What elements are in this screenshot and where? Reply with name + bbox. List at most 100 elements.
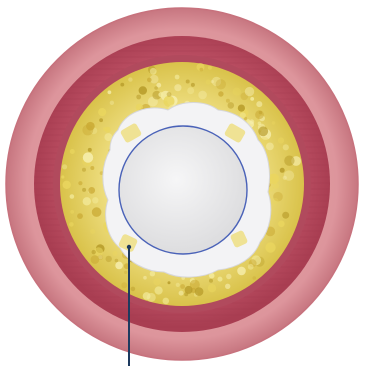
plaque-granule — [158, 92, 163, 97]
plaque-granule — [147, 78, 152, 83]
plaque-granule — [147, 293, 156, 302]
plaque-granule — [61, 175, 64, 178]
plaque-granule — [179, 291, 184, 296]
plaque-granule — [256, 101, 262, 107]
plaque-granule — [139, 86, 147, 94]
plaque-granule — [284, 156, 294, 166]
plaque-granule — [255, 110, 264, 119]
plaque-granule — [70, 194, 75, 199]
plaque-granule — [184, 292, 188, 296]
plaque-granule — [265, 242, 275, 252]
plaque-granule — [153, 278, 160, 285]
plaque-granule — [216, 79, 226, 89]
plaque-granule — [226, 274, 231, 279]
plaque-granule — [167, 92, 172, 97]
plaque-granule — [187, 87, 194, 94]
plaque-granule — [218, 91, 223, 96]
plaque-granule — [226, 99, 230, 103]
plaque-granule — [278, 221, 285, 228]
plaque-granule — [120, 83, 124, 87]
plaque-granule — [248, 264, 254, 270]
plaque-granule — [103, 127, 107, 131]
plaque-granule — [200, 68, 204, 72]
plaque-granule — [90, 166, 94, 170]
plaque-granule — [198, 91, 207, 100]
plaque-granule — [272, 198, 279, 205]
plaque-granule — [150, 271, 155, 276]
plaque-granule — [78, 181, 82, 185]
plaque-granule — [245, 87, 254, 96]
plaque-granule — [115, 262, 123, 270]
plaque-granule — [266, 143, 274, 151]
plaque-granule — [258, 126, 268, 136]
plaque-granule — [82, 168, 86, 172]
plaque-granule — [186, 80, 190, 84]
plaque-granule — [62, 164, 67, 169]
plaque-granule — [110, 101, 114, 105]
plaque-granule — [180, 284, 185, 289]
plaque-granule — [154, 86, 158, 90]
plaque-granule — [82, 188, 86, 192]
plaque-granule — [211, 80, 214, 83]
plaque-granule — [218, 277, 223, 282]
plaque-granule — [86, 122, 95, 131]
plaque-granule — [237, 267, 246, 276]
plaque-granule — [191, 83, 195, 87]
plaque-granule — [124, 271, 127, 274]
plaque-granule — [155, 286, 163, 294]
plaque-granule — [90, 229, 95, 234]
plaque-granule — [195, 287, 204, 296]
plaque-granule — [280, 168, 285, 173]
plaque-granule — [250, 97, 254, 101]
plaque-granule — [98, 108, 106, 116]
plaque-granule — [106, 256, 112, 262]
plaque-granule — [208, 284, 216, 292]
plaque-granule — [92, 197, 98, 203]
plaque-granule — [253, 276, 257, 280]
plaque-granule — [176, 283, 180, 287]
pointer-dot — [127, 245, 131, 249]
plaque-granule — [112, 251, 117, 256]
plaque-granule — [174, 84, 181, 91]
plaque-granule — [92, 250, 96, 254]
plaque-granule — [92, 207, 102, 217]
plaque-granule — [209, 279, 213, 283]
plaque-granule — [282, 212, 289, 219]
plaque-granule — [108, 90, 112, 94]
plaque-granule — [284, 170, 294, 180]
plaque-granule — [128, 77, 132, 81]
plaque-granule — [131, 287, 136, 292]
plaque-granule — [272, 121, 276, 125]
plaque-granule — [283, 144, 289, 150]
plaque-granule — [136, 95, 141, 100]
plaque-granule — [246, 119, 250, 123]
plaque-granule — [83, 152, 93, 162]
plaque-granule — [91, 255, 100, 264]
plaque-granule — [83, 197, 91, 205]
plaque-granule — [115, 259, 119, 263]
plaque-granule — [150, 68, 157, 75]
plaque-granule — [88, 187, 95, 194]
plaque-granule — [278, 137, 284, 143]
plaque-granule — [70, 149, 75, 154]
plaque-granule — [70, 210, 74, 214]
plaque-granule — [208, 66, 212, 70]
plaque-granule — [98, 255, 103, 260]
plaque-granule — [99, 118, 103, 122]
plaque-granule — [225, 284, 230, 289]
plaque-granule — [206, 79, 211, 84]
plaque-granule — [228, 102, 235, 109]
plaque-granule — [233, 88, 241, 96]
plaque-granule — [143, 276, 147, 280]
plaque-granule — [238, 105, 245, 112]
plaque-granule — [175, 75, 180, 80]
plaque-granule — [77, 213, 83, 219]
plaque-granule — [62, 181, 70, 189]
plaque-granule — [88, 148, 92, 152]
plaque-granule — [163, 298, 170, 305]
plaque-granule — [168, 281, 171, 284]
plaque-granule — [69, 222, 74, 227]
plaque-granule — [273, 183, 279, 189]
plaque-granule — [121, 282, 127, 288]
